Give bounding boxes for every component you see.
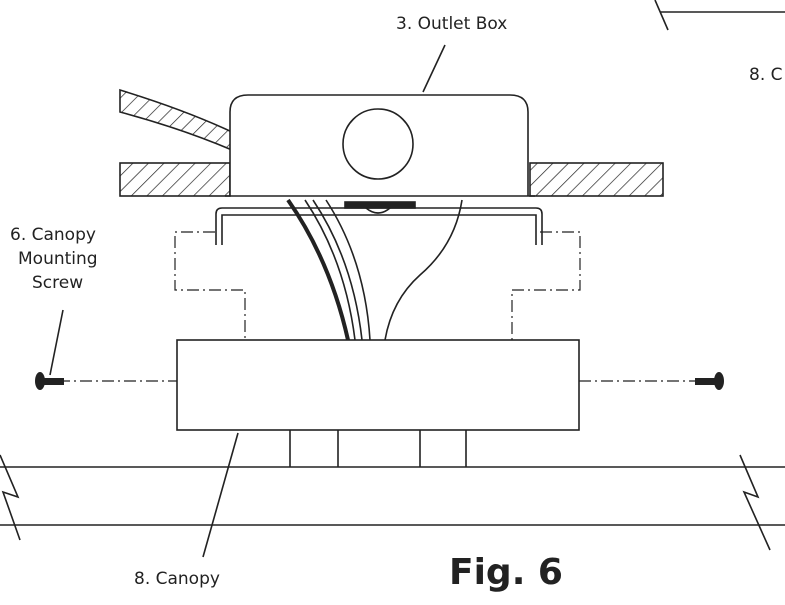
outlet-box-leader (422, 44, 446, 93)
ceiling-right (529, 162, 664, 197)
canopy-leader (202, 432, 239, 558)
label-canopy: 8. Canopy (134, 569, 220, 589)
canopy-hidden-outline (174, 231, 581, 340)
outlet-box (225, 94, 535, 197)
mounting-bracket (215, 201, 543, 245)
label-mounting-screw-line2: Mounting (18, 249, 98, 269)
screw-left (35, 372, 64, 390)
figure-title: Fig. 6 (449, 552, 563, 593)
label-outlet-box: 3. Outlet Box (396, 14, 508, 34)
supply-cable (119, 88, 233, 152)
fixture-rails (0, 454, 785, 551)
label-canopy-top-right: 8. C (749, 65, 783, 85)
label-mounting-screw-line1: 6. Canopy (10, 225, 96, 245)
label-mounting-screw-line3: Screw (32, 273, 84, 293)
top-right-partial-frame (654, 0, 785, 31)
ceiling-left (119, 162, 231, 197)
knockout-circle (342, 108, 414, 180)
wires (286, 198, 463, 341)
screw-right (695, 372, 724, 390)
mounting-screw-leader (49, 309, 64, 376)
canopy-body (176, 339, 580, 431)
canopy-neck (289, 430, 467, 467)
